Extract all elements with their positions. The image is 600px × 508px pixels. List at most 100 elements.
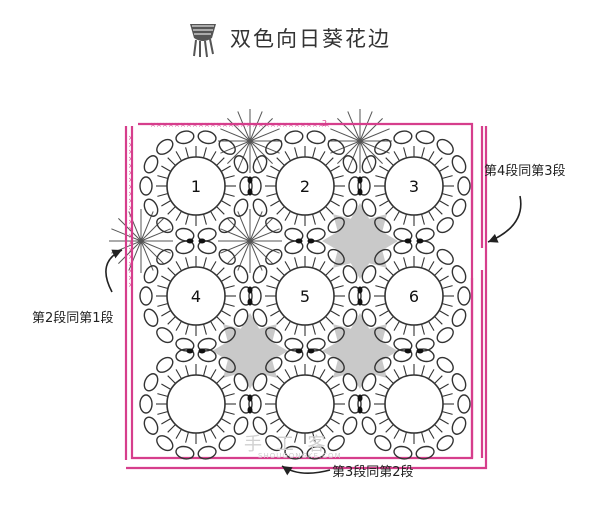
- x-stitch-mark: ×: [128, 190, 134, 198]
- spoke: [294, 323, 299, 335]
- spoke: [441, 285, 453, 290]
- spoke: [220, 310, 231, 317]
- spoke: [266, 302, 278, 307]
- flower-motif: 3: [357, 130, 471, 242]
- x-stitch-mark: ×: [128, 232, 134, 240]
- petal-loop: [415, 130, 435, 145]
- petal-loop: [451, 416, 467, 435]
- border-line: [126, 126, 488, 470]
- x-stitch-mark: ×: [312, 121, 318, 129]
- spoke: [161, 275, 172, 282]
- petal-loop: [342, 198, 358, 217]
- petal-loop: [306, 445, 326, 460]
- spoke: [434, 375, 443, 384]
- petal-loop: [361, 198, 377, 217]
- petal-loop: [252, 416, 268, 435]
- join-dots: [295, 348, 315, 354]
- spoke: [319, 210, 326, 221]
- spoke: [270, 165, 281, 172]
- x-stitch-mark: ×: [252, 121, 258, 129]
- spoke: [276, 206, 285, 215]
- spoke: [284, 210, 291, 221]
- spoke: [393, 369, 400, 380]
- petal-loop: [139, 286, 153, 306]
- x-stitch-mark: ×: [228, 121, 234, 129]
- petal-loop: [361, 155, 377, 174]
- petal-loop: [342, 265, 358, 284]
- spoke: [420, 323, 425, 335]
- spoke: [161, 383, 172, 390]
- petal-loop: [252, 198, 268, 217]
- spoke: [157, 192, 169, 197]
- x-stitch-mark: ×: [276, 121, 282, 129]
- petal-loop: [393, 445, 413, 460]
- petal-loop: [218, 356, 236, 373]
- join-dots: [357, 286, 363, 306]
- motif-center: [275, 374, 335, 434]
- petal-loop: [239, 286, 253, 306]
- join-dots: [404, 238, 424, 244]
- spoke: [375, 192, 387, 197]
- spoke: [325, 157, 334, 166]
- petal-loop: [436, 248, 454, 265]
- spoke: [270, 310, 281, 317]
- petal-loop: [451, 265, 467, 284]
- petal-loop: [197, 348, 217, 363]
- spoke: [329, 275, 340, 282]
- spoke: [375, 393, 387, 398]
- spoke: [157, 175, 169, 180]
- petal-loop: [327, 435, 345, 452]
- x-stitch-mark: ×: [180, 121, 186, 129]
- petal-loop: [143, 198, 159, 217]
- petal-loop: [393, 348, 413, 363]
- spoke: [167, 316, 176, 325]
- petal-loop: [197, 240, 217, 255]
- spoke: [223, 192, 235, 197]
- spoke: [175, 369, 182, 380]
- spoke: [393, 151, 400, 162]
- x-stitch-mark: ×: [246, 121, 252, 129]
- petal-loop: [348, 286, 362, 306]
- spoke: [276, 375, 285, 384]
- spoke: [434, 157, 443, 166]
- petal-loop: [156, 217, 174, 234]
- x-stitch-mark: ×: [128, 134, 134, 142]
- x-stitch-mark: ×: [128, 169, 134, 177]
- petal-loop: [306, 348, 326, 363]
- petal-loop: [327, 217, 345, 234]
- x-stitch-mark: ×: [240, 121, 246, 129]
- join-dots: [404, 348, 424, 354]
- spoke: [202, 147, 207, 159]
- petal-loop: [139, 176, 153, 196]
- x-stitch-mark: ×: [128, 176, 134, 184]
- x-stitch-mark: ×: [198, 121, 204, 129]
- x-stitch-mark: ×: [128, 204, 134, 212]
- join-dots: [357, 176, 363, 196]
- spoke: [294, 257, 299, 269]
- petal-loop: [265, 217, 283, 234]
- petal-loop: [248, 394, 262, 414]
- spoke: [329, 200, 340, 207]
- petal-loop: [218, 138, 236, 155]
- spoke: [223, 393, 235, 398]
- spoke: [325, 375, 334, 384]
- spoke: [276, 157, 285, 166]
- arrow-right: [487, 195, 522, 243]
- spoke: [157, 285, 169, 290]
- arrow-left: [105, 249, 123, 293]
- petal-loop: [393, 227, 413, 242]
- spoke: [266, 192, 278, 197]
- spoke: [185, 365, 190, 377]
- spoke: [223, 410, 235, 415]
- x-stitch-mark: ×: [168, 121, 174, 129]
- spoke: [276, 316, 285, 325]
- spoke: [220, 200, 231, 207]
- join-dots: [247, 286, 253, 306]
- spoke: [438, 310, 449, 317]
- spoke: [294, 365, 299, 377]
- spoke: [270, 200, 281, 207]
- spoke: [284, 428, 291, 439]
- spoke: [216, 157, 225, 166]
- motif-center: [166, 374, 226, 434]
- x-stitch-mark: ×: [222, 121, 228, 129]
